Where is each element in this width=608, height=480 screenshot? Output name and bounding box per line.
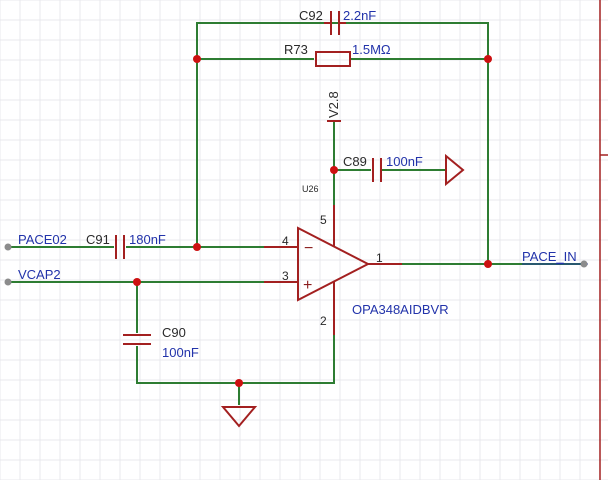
junction-dot (133, 278, 141, 286)
port-end-vcap2[interactable] (4, 278, 12, 286)
c90-value: 100nF (162, 345, 199, 360)
opamp-pin4-number: 4 (282, 234, 289, 248)
ground-symbol (220, 406, 258, 428)
opamp-u26[interactable]: − + 4 3 1 5 2 U26 OPA348AIDBVR (264, 184, 449, 335)
capacitor-c90[interactable]: C90 100nF (123, 325, 199, 360)
c91-ref: C91 (86, 232, 110, 247)
junctions (133, 55, 492, 387)
opamp-pin5-number: 5 (320, 213, 327, 227)
r73-ref: R73 (284, 42, 308, 57)
ground-icon[interactable] (220, 406, 258, 428)
junction-dot (193, 55, 201, 63)
r73-body (315, 51, 351, 67)
supply-label: V2.8 (326, 91, 341, 118)
junction-dot (484, 260, 492, 268)
net-label-pace-in[interactable]: PACE_IN (522, 249, 577, 264)
net-label-vcap2[interactable]: VCAP2 (18, 267, 61, 282)
c92-value: 2.2nF (343, 8, 376, 23)
supply-arrow-icon (445, 153, 465, 187)
port-end-pace-in[interactable] (580, 260, 588, 268)
net-label-pace02[interactable]: PACE02 (18, 232, 67, 247)
junction-dot (235, 379, 243, 387)
opamp-noninv-symbol: + (303, 277, 312, 294)
c89-value: 100nF (386, 154, 423, 169)
c90-ref: C90 (162, 325, 186, 340)
c92-ref: C92 (299, 8, 323, 23)
c91-value: 180nF (129, 232, 166, 247)
opamp-part-number: OPA348AIDBVR (352, 302, 449, 317)
capacitor-c92[interactable]: C92 2.2nF (299, 8, 376, 35)
capacitor-c91[interactable]: C91 180nF (86, 232, 166, 259)
junction-dot (330, 166, 338, 174)
c89-ref: C89 (343, 154, 367, 169)
opamp-ref: U26 (302, 184, 319, 194)
r73-value: 1.5MΩ (352, 42, 391, 57)
opamp-inv-symbol: − (304, 240, 313, 257)
junction-dot (193, 243, 201, 251)
supply-port-v28[interactable]: V2.8 (326, 91, 341, 122)
opamp-pin3-number: 3 (282, 269, 289, 283)
junction-dot (484, 55, 492, 63)
opamp-pin2-number: 2 (320, 314, 327, 328)
port-end-pace02[interactable] (4, 243, 12, 251)
net-labels: PACE02 VCAP2 PACE_IN (4, 232, 588, 286)
opamp-pin1-number: 1 (376, 251, 383, 265)
capacitor-c89[interactable]: C89 100nF (343, 153, 465, 187)
resistor-r73[interactable]: R73 1.5MΩ (284, 42, 391, 67)
